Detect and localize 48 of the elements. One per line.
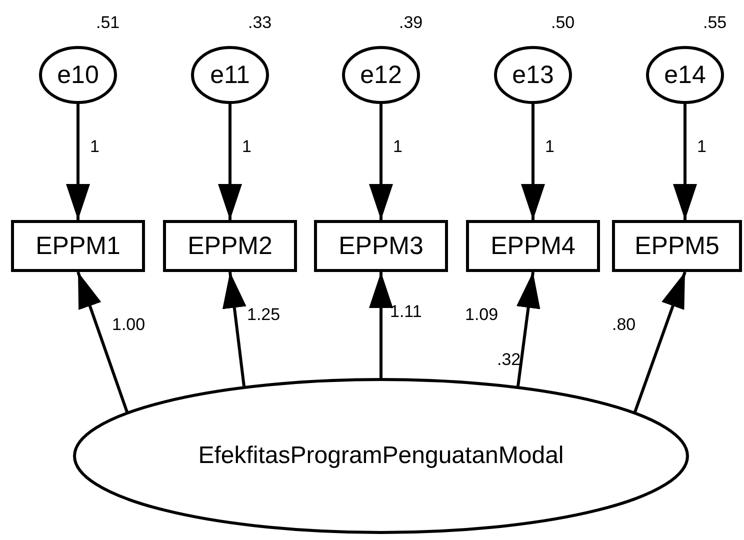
path-arrow xyxy=(369,104,393,220)
observed-variable-box xyxy=(466,220,600,272)
error-term-ellipse xyxy=(342,46,420,104)
path-arrow xyxy=(369,272,393,378)
path-arrow xyxy=(516,272,540,386)
path-coefficient: 1 xyxy=(90,138,100,155)
path-coefficient: 1.09 xyxy=(465,306,498,323)
error-term-ellipse xyxy=(191,46,269,104)
variable-name: EPPM2 xyxy=(188,232,272,260)
observed-variable-box xyxy=(314,220,448,272)
path-arrow xyxy=(634,272,686,412)
variance-value: .51 xyxy=(96,14,120,31)
variable-name: EPPM3 xyxy=(338,232,424,260)
variable-name: e11 xyxy=(210,60,250,90)
observed-variable-box xyxy=(163,220,297,272)
variable-name: EPPM5 xyxy=(634,232,720,260)
variable-name: EPPM4 xyxy=(490,232,576,260)
variable-name: e10 xyxy=(57,60,99,90)
variable-name: e12 xyxy=(360,60,402,90)
path-arrow xyxy=(66,104,90,220)
variance-value: .32 xyxy=(497,351,521,368)
observed-variable-box xyxy=(612,220,742,272)
variance-value: .55 xyxy=(703,14,727,31)
path-coefficient: .80 xyxy=(612,316,636,333)
path-arrow xyxy=(76,272,128,412)
error-term-ellipse xyxy=(39,46,117,104)
path-coefficient: 1.11 xyxy=(390,303,422,320)
path-coefficient: 1 xyxy=(393,138,402,155)
path-arrow xyxy=(222,272,246,386)
variance-value: .39 xyxy=(399,14,423,31)
variance-value: .33 xyxy=(248,14,272,31)
variable-name: e14 xyxy=(664,60,706,90)
path-arrow xyxy=(673,104,697,220)
path-arrow xyxy=(521,104,545,220)
error-term-ellipse xyxy=(646,46,724,104)
variance-value: .50 xyxy=(551,14,575,31)
latent-variable-ellipse xyxy=(73,378,689,534)
variable-name: EPPM1 xyxy=(36,232,120,260)
observed-variable-box xyxy=(11,220,145,272)
path-arrow xyxy=(218,104,242,220)
path-coefficient: 1 xyxy=(697,138,706,155)
variable-name: e13 xyxy=(512,60,554,90)
path-coefficient: 1.25 xyxy=(247,306,280,323)
path-coefficient: 1 xyxy=(545,138,554,155)
error-term-ellipse xyxy=(494,46,572,104)
variable-name: EfekfitasProgramPenguatanModal xyxy=(198,442,564,470)
path-coefficient: 1 xyxy=(242,138,252,155)
path-coefficient: 1.00 xyxy=(112,316,146,333)
